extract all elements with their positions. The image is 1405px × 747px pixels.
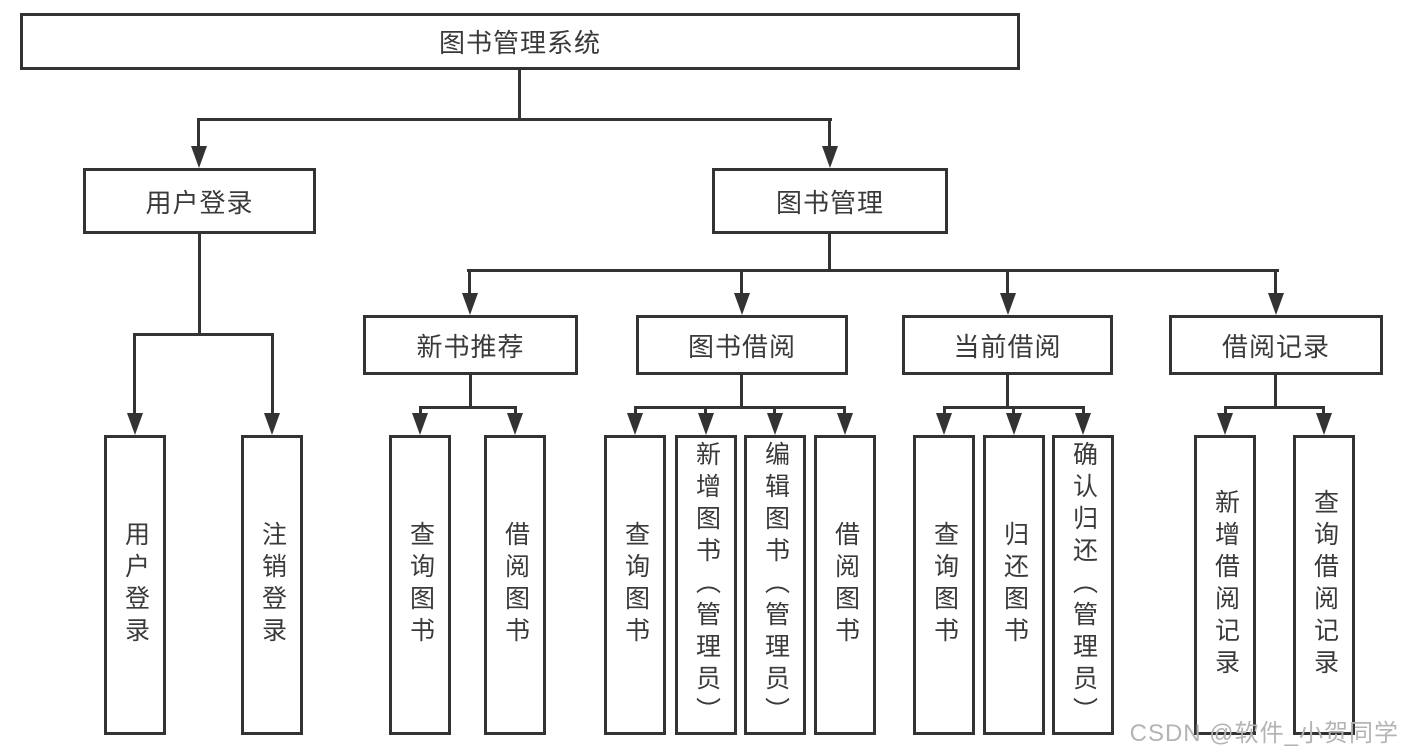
connector-line xyxy=(514,406,517,414)
connector-arrowhead xyxy=(191,146,207,168)
connector-line xyxy=(197,118,200,146)
node-label: 图书管理 xyxy=(775,187,884,218)
connector-line xyxy=(1322,406,1325,414)
connector-arrowhead xyxy=(837,413,853,435)
leaf-logout: 注销登录 xyxy=(241,435,303,735)
connector-arrowhead xyxy=(462,293,478,315)
connector-arrowhead xyxy=(1268,293,1284,315)
leaf-user-login: 用户登录 xyxy=(104,435,166,735)
leaf-query-books-current: 查询图书 xyxy=(913,435,975,735)
connector-line xyxy=(518,70,521,120)
connector-line xyxy=(634,406,846,409)
node-label: 当前借阅 xyxy=(953,331,1062,362)
connector-line xyxy=(468,269,471,293)
connector-line xyxy=(704,406,707,414)
node-label: 用户登录 xyxy=(121,521,150,649)
node-label: 查询图书 xyxy=(621,521,650,649)
leaf-query-books-borrowing: 查询图书 xyxy=(604,435,666,735)
connector-line xyxy=(634,406,637,414)
connector-line xyxy=(419,406,422,414)
connector-arrowhead xyxy=(1217,413,1233,435)
node-label: 图书借阅 xyxy=(687,331,796,362)
connector-line xyxy=(943,406,946,414)
node-label: 查询借阅记录 xyxy=(1310,489,1339,681)
node-current-borrowing: 当前借阅 xyxy=(902,315,1113,375)
node-new-book-recommendation: 新书推荐 xyxy=(363,315,578,375)
node-book-borrowing: 图书借阅 xyxy=(636,315,848,375)
connector-arrowhead xyxy=(698,413,714,435)
node-label: 新书推荐 xyxy=(416,331,525,362)
node-label: 查询图书 xyxy=(930,521,959,649)
node-library-management-system: 图书管理系统 xyxy=(20,13,1020,70)
node-label: 用户登录 xyxy=(145,187,254,218)
node-label: 图书管理系统 xyxy=(438,28,601,58)
leaf-add-books-admin: 新增图书（管理员） xyxy=(675,435,737,735)
connector-line xyxy=(1274,269,1277,293)
connector-arrowhead xyxy=(734,293,750,315)
connector-line xyxy=(133,333,136,413)
leaf-query-books-recommend: 查询图书 xyxy=(389,435,451,735)
leaf-borrow-books-recommend: 借阅图书 xyxy=(484,435,546,735)
leaf-add-borrow-record: 新增借阅记录 xyxy=(1194,435,1256,735)
connector-arrowhead xyxy=(936,413,952,435)
connector-line xyxy=(828,234,831,271)
connector-arrowhead xyxy=(627,413,643,435)
connector-line xyxy=(467,269,1279,272)
connector-line xyxy=(197,118,832,121)
connector-line xyxy=(133,333,274,336)
connector-line xyxy=(1006,375,1009,409)
connector-line xyxy=(1082,406,1085,414)
connector-line xyxy=(740,269,743,293)
node-label: 注销登录 xyxy=(258,521,287,649)
connector-line xyxy=(1274,375,1277,409)
leaf-query-borrow-record: 查询借阅记录 xyxy=(1293,435,1355,735)
leaf-borrow-books: 借阅图书 xyxy=(814,435,876,735)
connector-arrowhead xyxy=(1006,413,1022,435)
connector-arrowhead xyxy=(822,146,838,168)
connector-line xyxy=(419,406,517,409)
connector-line xyxy=(1224,406,1227,414)
node-label: 确认归还（管理员） xyxy=(1069,441,1098,729)
node-label: 新增图书（管理员） xyxy=(692,441,721,729)
connector-line xyxy=(843,406,846,414)
node-label: 编辑图书（管理员） xyxy=(761,441,790,729)
connector-line xyxy=(198,234,201,336)
connector-line xyxy=(740,375,743,409)
node-label: 查询图书 xyxy=(406,521,435,649)
node-label: 新增借阅记录 xyxy=(1211,489,1240,681)
connector-line xyxy=(1012,406,1015,414)
connector-arrowhead xyxy=(1316,413,1332,435)
connector-arrowhead xyxy=(127,413,143,435)
leaf-return-books: 归还图书 xyxy=(983,435,1045,735)
node-label: 借阅图书 xyxy=(831,521,860,649)
connector-arrowhead xyxy=(412,413,428,435)
connector-arrowhead xyxy=(767,413,783,435)
node-label: 借阅图书 xyxy=(501,521,530,649)
node-label: 归还图书 xyxy=(1000,521,1029,649)
connector-arrowhead xyxy=(1000,293,1016,315)
connector-line xyxy=(469,375,472,409)
node-borrowing-records: 借阅记录 xyxy=(1169,315,1383,375)
connector-line xyxy=(773,406,776,414)
connector-line xyxy=(828,118,831,146)
leaf-edit-books-admin: 编辑图书（管理员） xyxy=(744,435,806,735)
connector-arrowhead xyxy=(264,413,280,435)
connector-arrowhead xyxy=(1075,413,1091,435)
node-user-login: 用户登录 xyxy=(83,168,316,234)
connector-line xyxy=(1006,269,1009,293)
connector-line xyxy=(271,333,274,413)
csdn-watermark: CSDN @软件_小贺同学 xyxy=(1129,720,1399,747)
connector-arrowhead xyxy=(507,413,523,435)
leaf-confirm-return-admin: 确认归还（管理员） xyxy=(1052,435,1114,735)
node-book-management: 图书管理 xyxy=(712,168,948,234)
node-label: 借阅记录 xyxy=(1221,331,1330,362)
connector-line xyxy=(1224,406,1325,409)
